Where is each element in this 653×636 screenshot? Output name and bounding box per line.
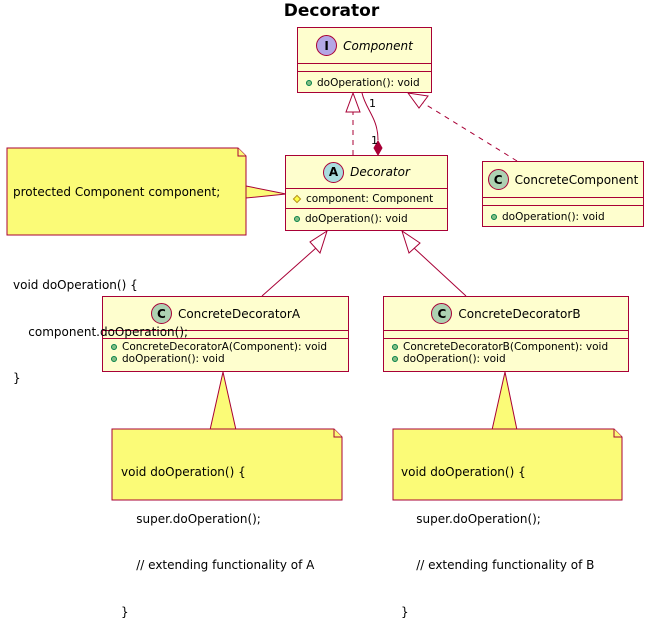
decorator-a-note-shape	[111, 428, 343, 501]
method-signature: doOperation(): void	[317, 77, 420, 89]
note-line: void doOperation() {	[401, 465, 526, 479]
class-concrete-decorator-b-methods: ConcreteDecoratorB(Component): void doOp…	[384, 339, 628, 365]
note-line: super.doOperation();	[121, 511, 261, 526]
note-line: void doOperation() {	[13, 278, 138, 292]
class-concrete-decorator-b[interactable]: C ConcreteDecoratorB ConcreteDecoratorB(…	[383, 296, 629, 372]
decoratora-inherits-line	[261, 247, 317, 297]
class-decorator-fields: component: Component	[286, 189, 447, 209]
method-row: ConcreteDecoratorB(Component): void	[384, 341, 628, 353]
class-concrete-component-header: C ConcreteComponent	[483, 162, 643, 198]
decoratorb-inherits-line	[413, 247, 467, 297]
class-concrete-decorator-a-header: C ConcreteDecoratorA	[103, 297, 348, 331]
note-line: // extending functionality of A	[121, 558, 315, 572]
note-line: // extending functionality of B	[401, 558, 595, 572]
decorator-b-note-connector	[491, 371, 518, 431]
interface-badge-icon: I	[316, 35, 338, 56]
field-signature: component: Component	[306, 193, 434, 205]
note-line: component.doOperation();	[13, 324, 189, 339]
public-visibility-icon	[111, 356, 117, 362]
abstract-badge-icon: A	[323, 161, 345, 183]
decorator-realization-arrowhead	[345, 91, 361, 113]
note-line: void doOperation() {	[121, 465, 246, 479]
class-decorator-methods: doOperation(): void	[286, 209, 447, 226]
public-visibility-icon	[111, 344, 117, 350]
method-row: ConcreteDecoratorA(Component): void	[103, 341, 348, 353]
class-badge-icon: C	[487, 169, 509, 190]
class-concrete-decorator-b-fields	[384, 331, 628, 339]
note-line: }	[401, 604, 409, 619]
public-visibility-icon	[294, 216, 300, 222]
method-signature: doOperation(): void	[305, 213, 408, 225]
method-signature: doOperation(): void	[502, 211, 605, 223]
class-badge-icon: C	[431, 303, 453, 324]
decorator-note-shape	[6, 147, 247, 236]
class-concrete-component[interactable]: C ConcreteComponent doOperation(): void	[482, 161, 644, 227]
public-visibility-icon	[392, 344, 398, 350]
method-row: doOperation(): void	[384, 353, 628, 365]
class-concrete-component-methods: doOperation(): void	[483, 206, 643, 224]
concretecomponent-realization-arrowhead	[406, 92, 429, 109]
concretecomponent-realizes-component-line	[419, 100, 518, 162]
class-component[interactable]: I Component doOperation(): void	[297, 27, 432, 93]
class-component-fields	[298, 64, 431, 72]
method-signature: doOperation(): void	[403, 353, 506, 365]
method-signature: doOperation(): void	[122, 353, 225, 365]
class-badge-icon: C	[150, 303, 172, 324]
class-concrete-decorator-a-name: ConcreteDecoratorA	[177, 306, 301, 321]
composition-diamond	[373, 139, 383, 157]
class-concrete-decorator-a[interactable]: C ConcreteDecoratorA ConcreteDecoratorA(…	[102, 296, 349, 372]
decorator-note: protected Component component; void doOp…	[13, 154, 220, 402]
class-decorator-header: A Decorator	[286, 156, 447, 189]
multiplicity-decorator-end: 1	[371, 134, 378, 147]
note-line: super.doOperation();	[401, 511, 541, 526]
class-concrete-decorator-b-name: ConcreteDecoratorB	[458, 306, 581, 321]
class-concrete-decorator-b-header: C ConcreteDecoratorB	[384, 297, 628, 331]
class-concrete-decorator-a-fields	[103, 331, 348, 339]
decorator-note-connector	[245, 185, 287, 199]
decoratora-inherits-arrowhead	[309, 229, 328, 254]
method-row: doOperation(): void	[298, 76, 431, 90]
field-row: component: Component	[286, 192, 447, 206]
method-signature: ConcreteDecoratorB(Component): void	[403, 341, 609, 353]
decorator-b-note-shape	[392, 428, 623, 501]
class-concrete-component-name: ConcreteComponent	[514, 172, 639, 187]
class-concrete-component-fields	[483, 198, 643, 206]
multiplicity-component-end: 1	[369, 97, 376, 110]
composition-line	[361, 92, 379, 141]
method-row: doOperation(): void	[286, 212, 447, 226]
note-line: }	[13, 371, 21, 385]
note-line	[13, 232, 220, 248]
method-row: doOperation(): void	[103, 353, 348, 365]
method-signature: ConcreteDecoratorA(Component): void	[122, 341, 328, 353]
decorator-b-note: void doOperation() { super.doOperation()…	[401, 434, 594, 636]
class-component-name: Component	[343, 38, 413, 53]
decorator-a-note: void doOperation() { super.doOperation()…	[121, 434, 314, 636]
note-line: protected Component component;	[13, 185, 221, 199]
decoratorb-inherits-arrowhead	[401, 229, 421, 254]
class-decorator[interactable]: A Decorator component: Component doOpera…	[285, 155, 448, 231]
public-visibility-icon	[491, 214, 497, 220]
class-concrete-decorator-a-methods: ConcreteDecoratorA(Component): void doOp…	[103, 339, 348, 365]
class-decorator-name: Decorator	[350, 165, 410, 179]
relationship-lines	[6, 91, 623, 501]
public-visibility-icon	[392, 356, 398, 362]
note-line: }	[121, 604, 129, 619]
class-component-methods: doOperation(): void	[298, 72, 431, 90]
class-component-header: I Component	[298, 28, 431, 64]
method-row: doOperation(): void	[483, 210, 643, 224]
public-visibility-icon	[306, 80, 312, 86]
protected-visibility-icon	[292, 194, 302, 204]
diagram-title: Decorator	[283, 1, 380, 21]
